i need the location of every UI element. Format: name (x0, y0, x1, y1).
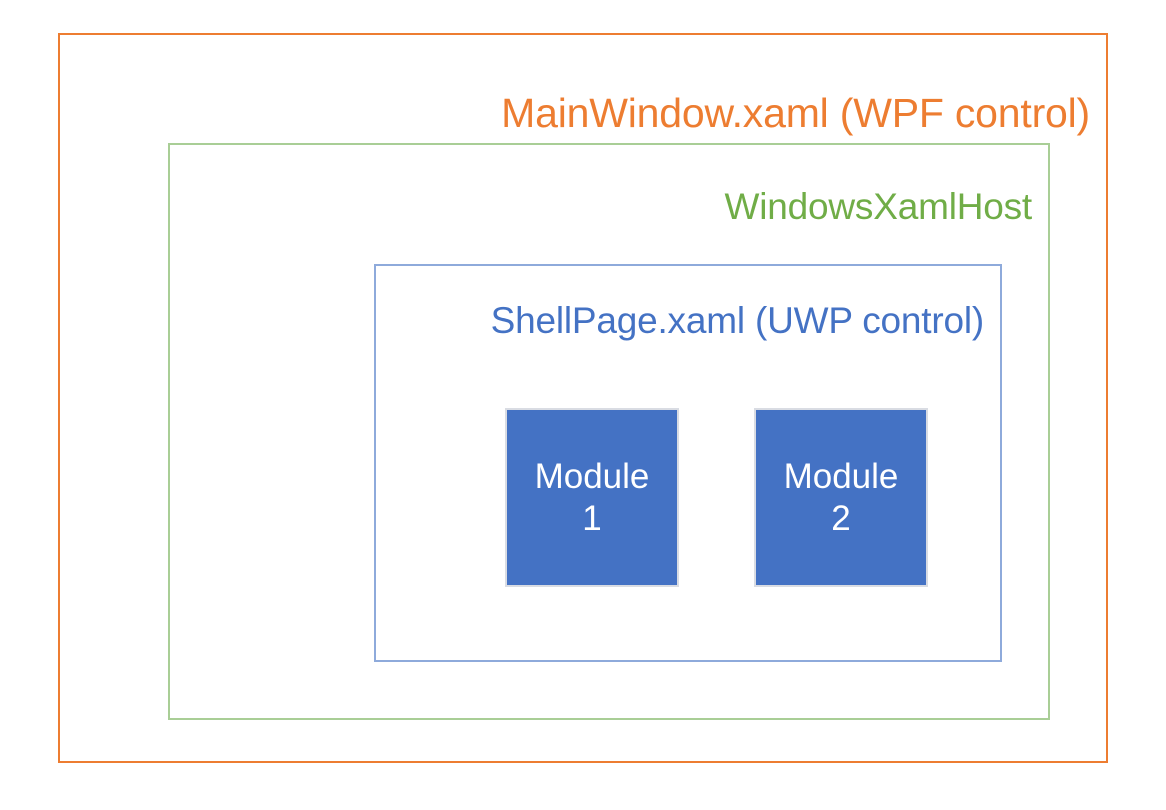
layer-label-windowsxamlhost: WindowsXamlHost (724, 186, 1033, 227)
layer-label-shellpage-uwp: ShellPage.xaml (UWP control) (490, 300, 985, 341)
module-2-name: Module (783, 457, 899, 497)
layer-windowsxamlhost: WindowsXamlHost ShellPage.xaml (UWP cont… (168, 143, 1050, 720)
module-2-number: 2 (831, 498, 851, 538)
module-group: Module 1 Module 2 (505, 408, 928, 587)
layer-label-mainwindow-wpf: MainWindow.xaml (WPF control) (501, 90, 1090, 136)
module-1-name: Module (534, 457, 650, 497)
layer-shellpage-uwp: ShellPage.xaml (UWP control) Module 1 Mo… (374, 264, 1002, 662)
module-block-2: Module 2 (754, 408, 928, 587)
layer-mainwindow-wpf: MainWindow.xaml (WPF control) WindowsXam… (58, 33, 1108, 763)
module-1-number: 1 (582, 498, 602, 538)
module-block-1: Module 1 (505, 408, 679, 587)
